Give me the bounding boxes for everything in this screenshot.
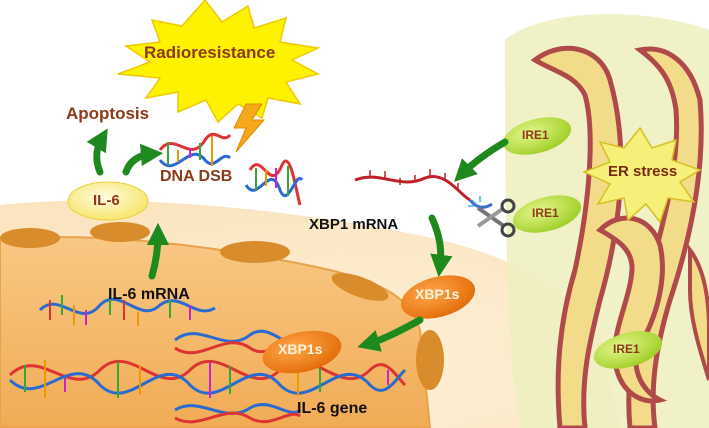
il6-mrna-strand <box>38 295 216 326</box>
il6-mrna-label: IL-6 mRNA <box>108 286 190 303</box>
il6-gene-label: IL-6 gene <box>297 400 368 417</box>
pathway-arrows <box>86 128 509 352</box>
xbp1s-cytoplasm-label: XBP1s <box>415 286 460 302</box>
dna-helix-icon <box>158 132 304 206</box>
er-stress-burst <box>582 126 702 224</box>
xbp1s-cytoplasm-oval <box>400 275 476 319</box>
il6-bubble <box>67 181 149 221</box>
ire1-bottom-label: IRE1 <box>613 342 640 356</box>
nuclear-pores <box>0 222 444 390</box>
xbp1s-nucleus-label: XBP1s <box>278 341 323 357</box>
er-stress-label: ER stress <box>608 163 678 180</box>
il6-gene-helix <box>8 359 407 424</box>
ire1-top-oval <box>502 117 572 155</box>
il6-label: IL-6 <box>93 192 120 209</box>
radioresistance-label: Radioresistance <box>144 43 276 62</box>
ire1-middle-oval <box>512 195 582 233</box>
xbp1s-nucleus-oval <box>262 330 342 374</box>
xbp1-mrna-label: XBP1 mRNA <box>309 216 399 233</box>
ire1-top-label: IRE1 <box>522 128 549 142</box>
scissors-icon <box>468 196 516 238</box>
ire1-bottom-oval <box>593 331 663 369</box>
ire1-middle-label: IRE1 <box>532 206 559 220</box>
dna-dsb-label: DNA DSB <box>160 168 233 185</box>
apoptosis-label: Apoptosis <box>66 104 150 123</box>
lightning-icon <box>233 103 266 153</box>
burst-icon <box>117 0 321 124</box>
xbp1-mrna-strand <box>354 169 493 209</box>
